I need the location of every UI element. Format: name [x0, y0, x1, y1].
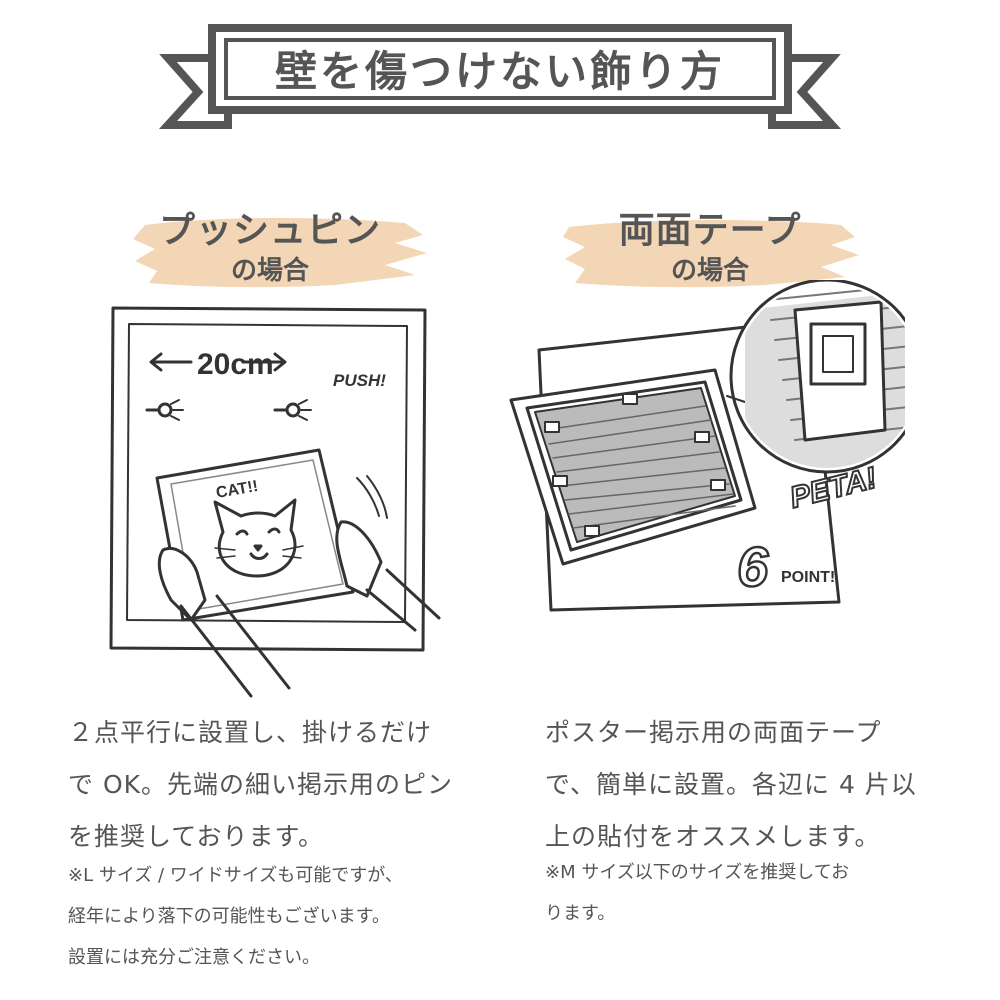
- description-line: を推奨しております。: [68, 822, 325, 851]
- tape-subtitle: の場合: [670, 256, 749, 286]
- note-line: ※M サイズ以下のサイズを推奨してお: [545, 862, 850, 883]
- pushpin-heading: プッシュピン の場合: [105, 195, 435, 295]
- brush-highlight: [563, 220, 859, 288]
- brush-highlight: [133, 218, 427, 288]
- point-label: POINT!: [781, 569, 835, 586]
- pin-icon: [273, 399, 312, 421]
- measure-label: 20cm: [197, 348, 274, 381]
- title-banner: 壁を傷つけない飾り方: [0, 0, 1000, 140]
- ribbon-graphic: [158, 24, 842, 129]
- pushpin-subtitle: の場合: [230, 256, 309, 286]
- tape-note: ※M サイズ以下のサイズを推奨してお ります。: [545, 852, 940, 934]
- pushpin-illustration: 20cm PUSH! CAT!!: [109, 306, 441, 698]
- description-line: ２点平行に設置し、掛けるだけ: [68, 718, 433, 747]
- double-sided-tape-illustration: PETA! 6 POINT!: [509, 280, 905, 612]
- note-line: ります。: [545, 903, 616, 924]
- tape-title: 両面テープ: [618, 210, 802, 251]
- note-line: 設置には充分ご注意ください。: [68, 947, 320, 968]
- note-line: 経年により落下の可能性もございます。: [68, 906, 390, 927]
- note-line: ※L サイズ / ワイドサイズも可能ですが、: [68, 865, 403, 886]
- description-line: 上の貼付をオススメします。: [545, 822, 881, 851]
- tape-heading: 両面テープ の場合: [545, 195, 875, 295]
- cat-icon: [213, 498, 304, 578]
- pushpin-description: ２点平行に設置し、掛けるだけ で OK。先端の細い掲示用のピン を推奨しておりま…: [68, 707, 463, 863]
- page-title: 壁を傷つけない飾り方: [274, 46, 725, 96]
- description-line: ポスター掲示用の両面テープ: [545, 718, 882, 747]
- description-line: で OK。先端の細い掲示用のピン: [68, 770, 454, 799]
- tape-description: ポスター掲示用の両面テープ で、簡単に設置。各辺に 4 片以 上の貼付をオススメ…: [545, 707, 940, 863]
- pushpin-note: ※L サイズ / ワイドサイズも可能ですが、 経年により落下の可能性もございます…: [68, 855, 463, 978]
- description-line: で、簡単に設置。各辺に 4 片以: [545, 770, 917, 799]
- pushpin-title: プッシュピン: [158, 210, 381, 251]
- push-label: PUSH!: [333, 371, 386, 390]
- pin-icon: [145, 399, 184, 421]
- point-number: 6: [737, 535, 769, 598]
